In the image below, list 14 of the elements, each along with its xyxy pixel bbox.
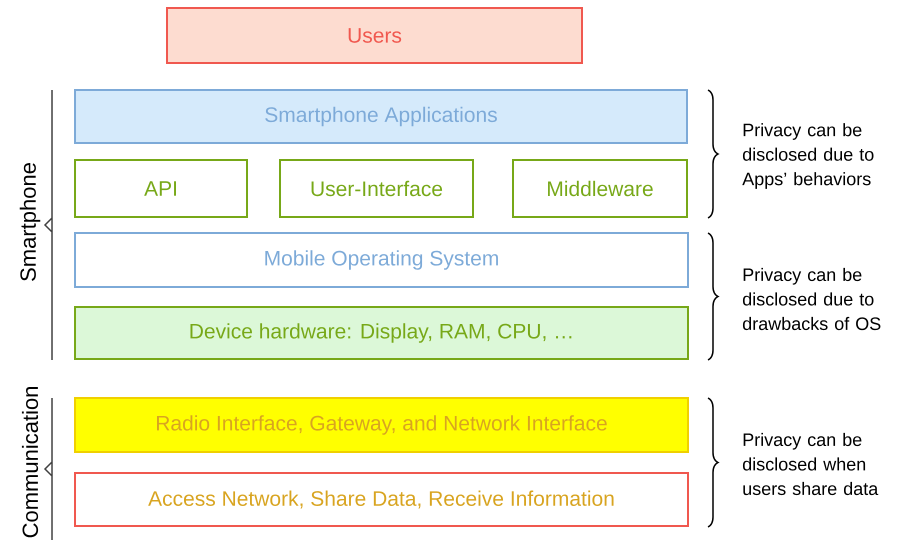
- layer-box: Smartphone Applications: [74, 89, 688, 144]
- layer-box: Mobile Operating System: [74, 232, 689, 288]
- layer-box: Radio Interface, Gateway, and Network Interface: [74, 397, 689, 453]
- note-text: Privacy can be disclosed due to drawbacks of OS: [742, 268, 880, 330]
- layer-box: User-Interface: [279, 159, 474, 218]
- user-box: Users: [166, 7, 583, 64]
- layer-box: Device hardware: Display, RAM, CPU, …: [74, 306, 689, 360]
- layer-box: API: [74, 159, 248, 218]
- note-text: Privacy can be disclosed when users share data: [742, 432, 878, 496]
- note-text: Privacy can be disclosed due to Apps’ behaviors: [742, 123, 874, 189]
- layer-box: Access Network, Share Data, Receive Information: [74, 472, 689, 527]
- layer-box: Middleware: [512, 159, 688, 218]
- group-label: Communication: [22, 387, 38, 538]
- group-label: Smartphone: [20, 163, 40, 281]
